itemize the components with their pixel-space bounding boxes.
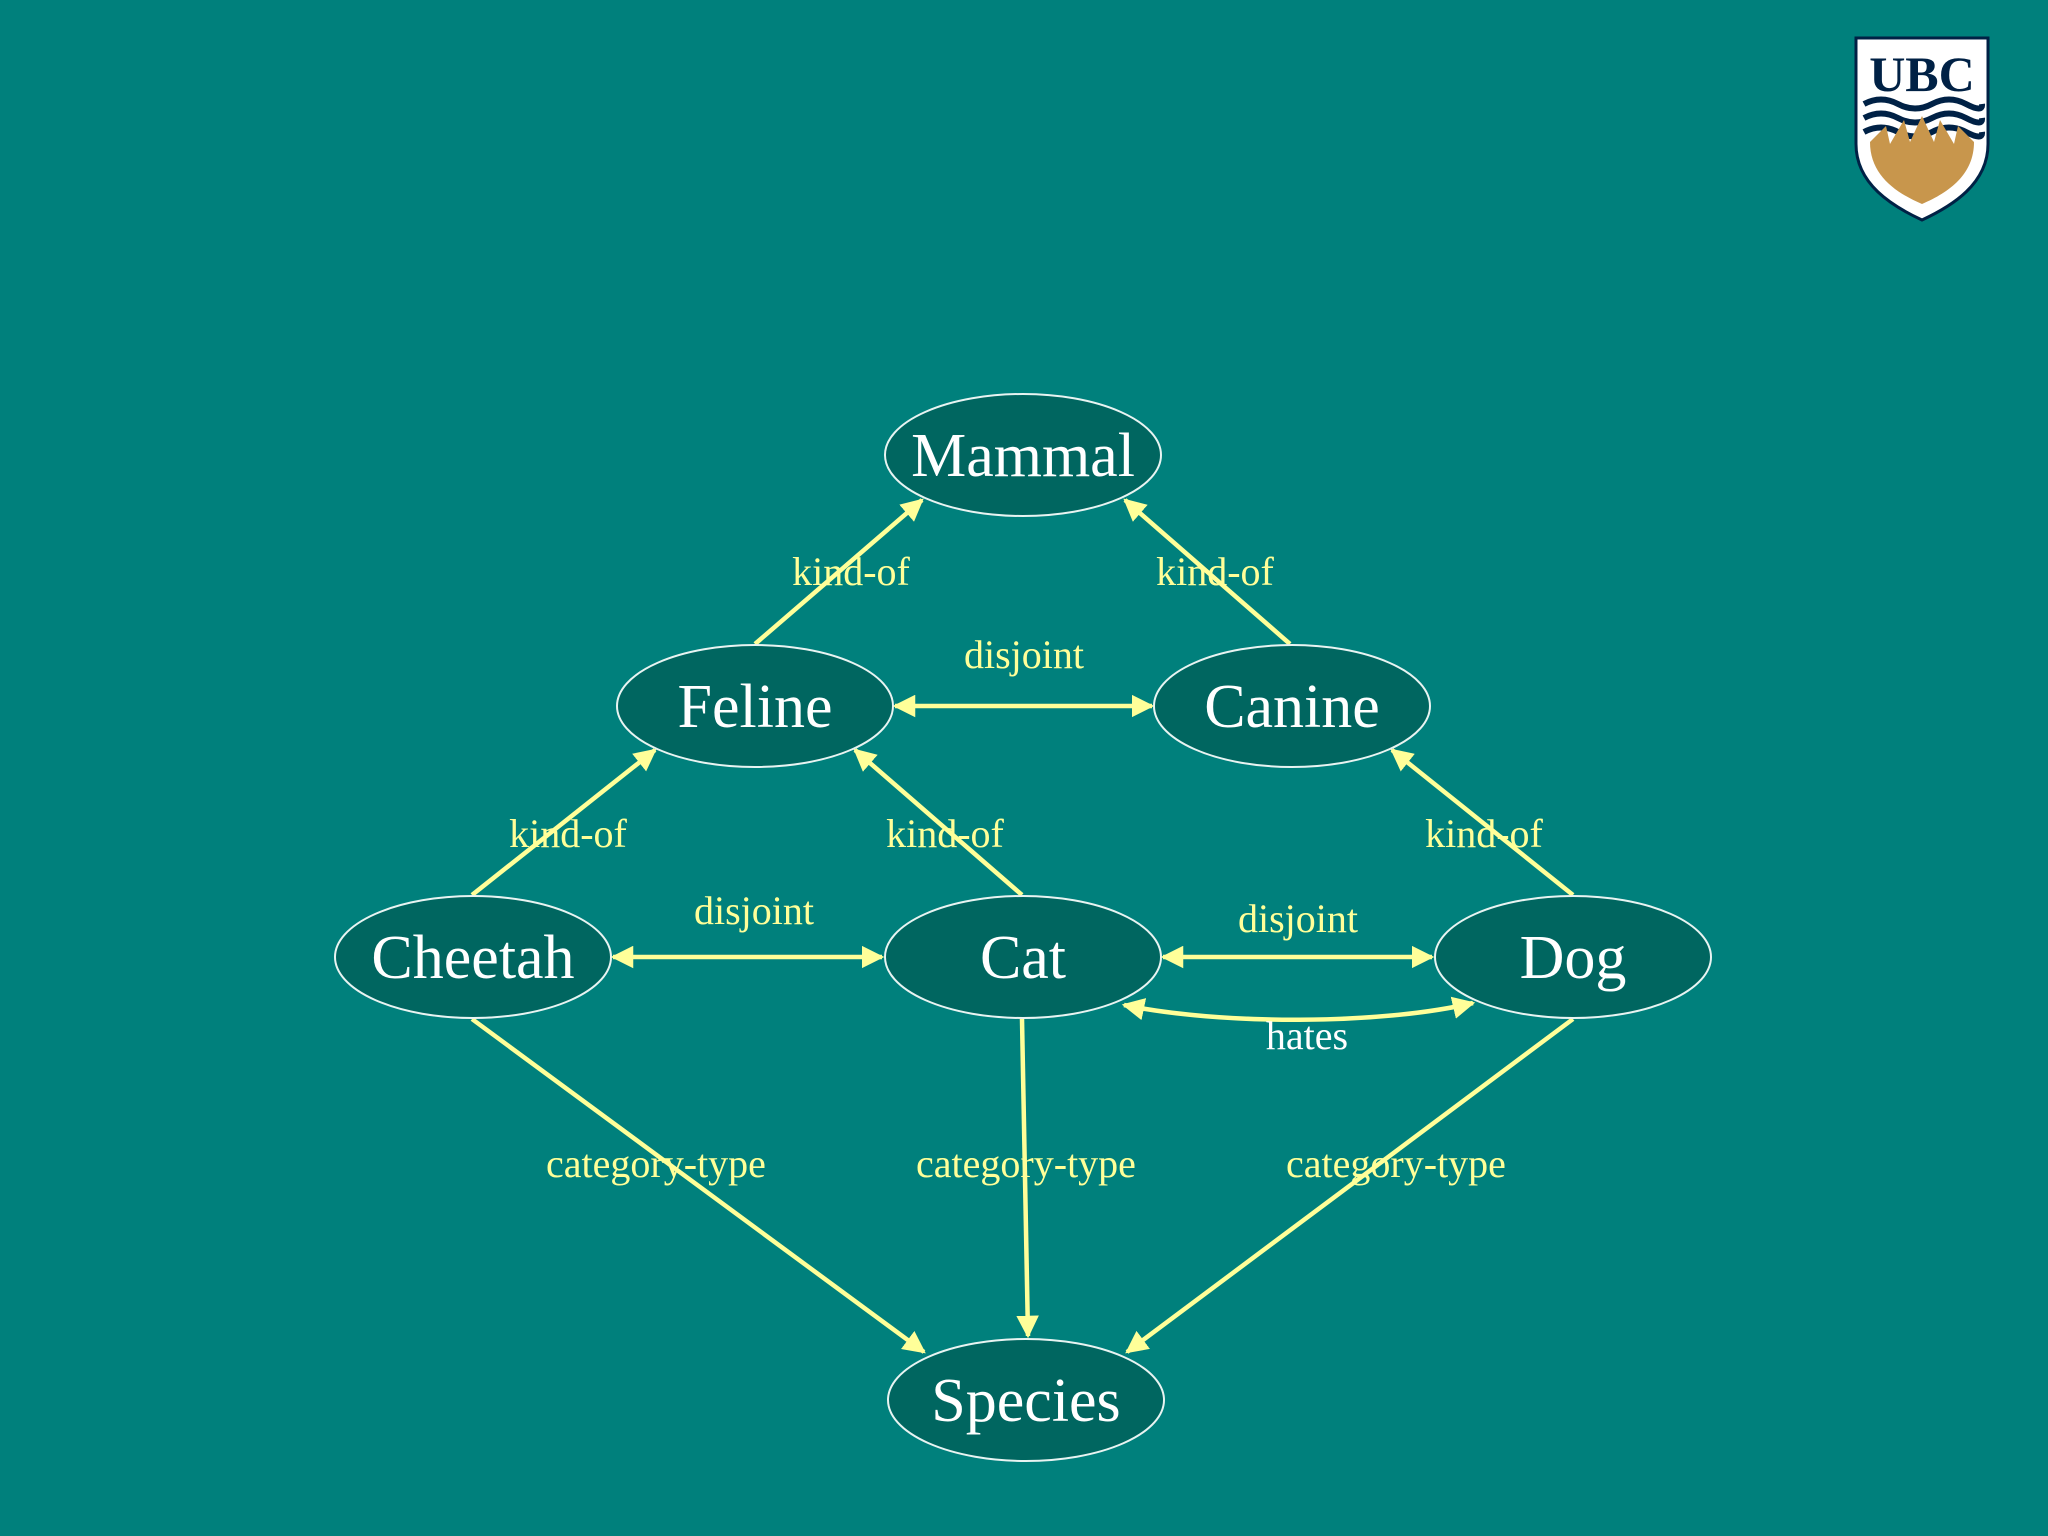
node-canine: Canine xyxy=(1153,644,1431,768)
node-dog: Dog xyxy=(1434,895,1712,1019)
node-label-canine: Canine xyxy=(1204,673,1380,741)
edge-label-cat-feline: kind-of xyxy=(886,811,1004,856)
node-species: Species xyxy=(887,1338,1165,1462)
node-label-feline: Feline xyxy=(678,673,833,741)
edge-cat-species xyxy=(1016,1018,1039,1339)
edge-label-cheetah-cat: disjoint xyxy=(694,888,814,933)
node-label-cat: Cat xyxy=(980,924,1066,992)
node-cat: Cat xyxy=(884,895,1162,1019)
edge-label-feline-mammal: kind-of xyxy=(792,549,910,594)
edge-dog-canine xyxy=(1390,748,1575,897)
edge-label-canine-mammal: kind-of xyxy=(1156,549,1274,594)
edge-label-dog-species: category-type xyxy=(1286,1141,1506,1186)
edge-cat-dog-hates xyxy=(1121,996,1476,1022)
edge-cat-feline xyxy=(853,748,1024,897)
node-cheetah: Cheetah xyxy=(334,895,612,1019)
node-label-species: Species xyxy=(931,1367,1120,1435)
edge-canine-mammal xyxy=(1123,498,1292,646)
node-label-cheetah: Cheetah xyxy=(371,924,574,992)
edge-dog-species xyxy=(1125,1017,1575,1354)
edge-label-cheetah-species: category-type xyxy=(546,1141,766,1186)
ubc-logo: UBC xyxy=(1854,36,1990,222)
edge-cheetah-feline xyxy=(470,748,657,897)
edge-label-dog-canine: kind-of xyxy=(1425,811,1543,856)
edge-feline-mammal xyxy=(753,498,924,646)
edges xyxy=(470,498,1575,1354)
edge-cheetah-species xyxy=(470,1017,926,1354)
node-label-dog: Dog xyxy=(1520,924,1627,992)
edge-label-feline-canine: disjoint xyxy=(964,632,1084,677)
edge-label-cat-species: category-type xyxy=(916,1141,1136,1186)
logo-text: UBC xyxy=(1869,46,1975,102)
node-mammal: Mammal xyxy=(884,393,1162,517)
edge-labels: kind-of kind-of disjoint kind-of kind-of… xyxy=(509,549,1543,1186)
node-feline: Feline xyxy=(616,644,894,768)
edge-label-hates: hates xyxy=(1266,1013,1348,1058)
edge-label-cat-dog: disjoint xyxy=(1238,896,1358,941)
edge-label-cheetah-feline: kind-of xyxy=(509,811,627,856)
node-label-mammal: Mammal xyxy=(911,422,1135,490)
